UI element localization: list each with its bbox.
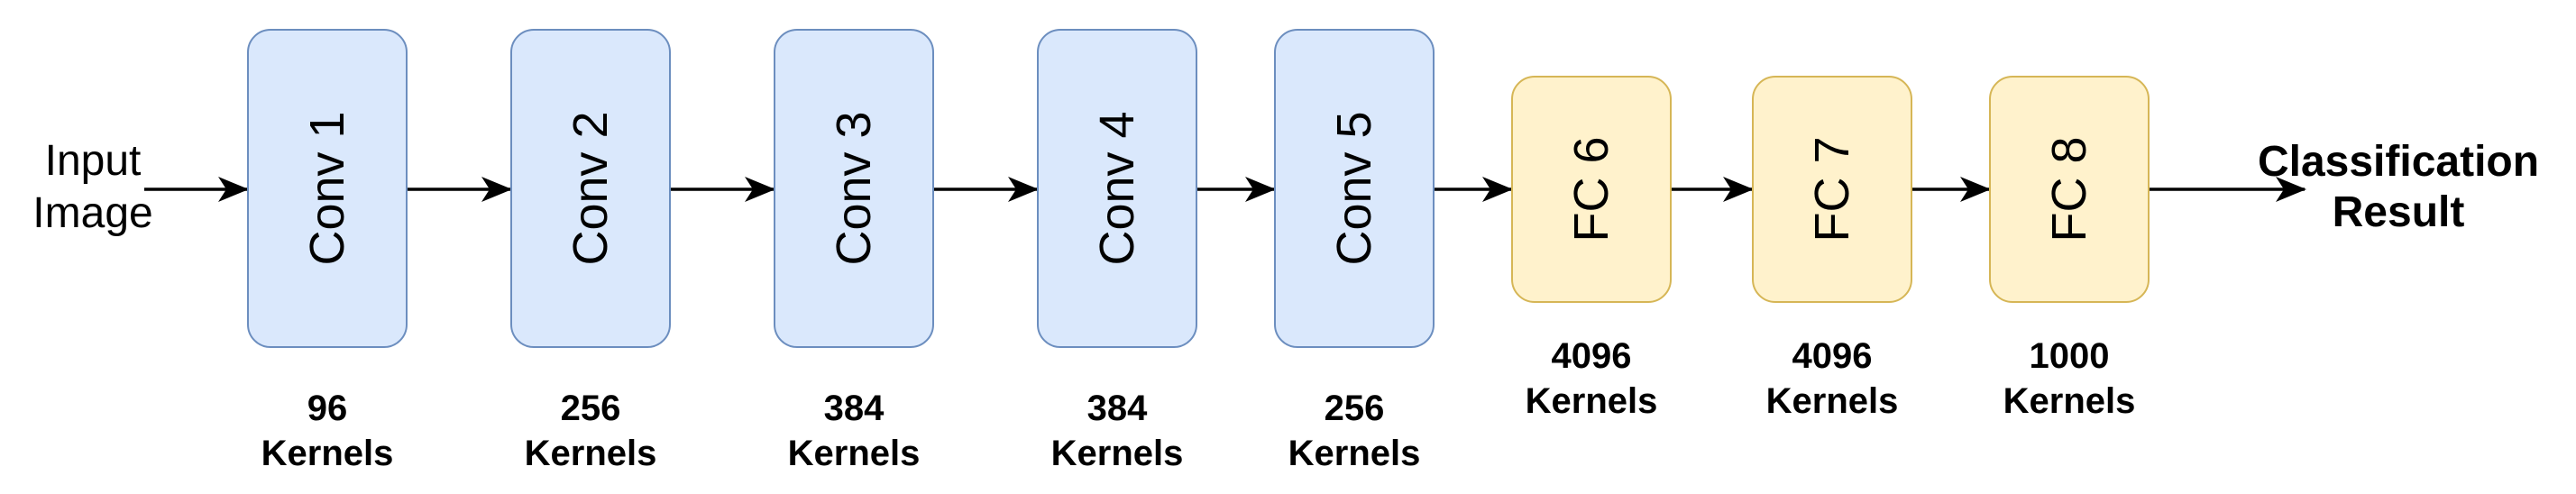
layer-label: Conv 4 <box>1090 111 1144 266</box>
kernel-count: 4096 <box>1551 336 1632 376</box>
layer-label: Conv 2 <box>564 111 618 266</box>
layer-caption-fc8: 1000 Kernels <box>1961 334 2177 424</box>
kernel-count: 256 <box>560 389 621 428</box>
layer-block-fc7: FC 7 <box>1752 76 1912 303</box>
layer-block-conv5: Conv 5 <box>1274 29 1435 348</box>
layer-label: Conv 5 <box>1327 111 1381 266</box>
kernel-unit: Kernels <box>261 434 394 473</box>
layer-block-fc6: FC 6 <box>1511 76 1672 303</box>
output-label-line1: Classification <box>2257 138 2540 186</box>
layer-block-fc8: FC 8 <box>1989 76 2150 303</box>
classification-result-label: Classification Result <box>2236 137 2561 238</box>
layer-caption-conv2: 256 Kernels <box>482 386 699 476</box>
layer-label: FC 8 <box>2042 136 2096 242</box>
kernel-unit: Kernels <box>787 434 921 473</box>
layer-label: Conv 3 <box>827 111 881 266</box>
kernel-count: 1000 <box>2029 336 2110 376</box>
layer-caption-conv5: 256 Kernels <box>1246 386 1462 476</box>
kernel-count: 384 <box>1086 389 1148 428</box>
layer-caption-fc6: 4096 Kernels <box>1483 334 1700 424</box>
layer-block-conv4: Conv 4 <box>1037 29 1197 348</box>
kernel-count: 256 <box>1324 389 1385 428</box>
kernel-count: 96 <box>307 389 348 428</box>
layer-block-conv3: Conv 3 <box>774 29 934 348</box>
input-image-label: Input Image <box>16 135 170 240</box>
layer-label: Conv 1 <box>300 111 354 266</box>
layer-caption-conv3: 384 Kernels <box>746 386 962 476</box>
layer-block-conv1: Conv 1 <box>247 29 408 348</box>
kernel-unit: Kernels <box>524 434 657 473</box>
kernel-unit: Kernels <box>1525 381 1658 421</box>
kernel-unit: Kernels <box>1765 381 1899 421</box>
kernel-count: 4096 <box>1792 336 1873 376</box>
layer-label: FC 7 <box>1805 136 1859 242</box>
input-label-line1: Input <box>44 137 142 185</box>
layer-caption-conv4: 384 Kernels <box>1009 386 1225 476</box>
kernel-unit: Kernels <box>1288 434 1421 473</box>
kernel-unit: Kernels <box>2003 381 2136 421</box>
kernel-unit: Kernels <box>1050 434 1184 473</box>
layer-label: FC 6 <box>1564 136 1618 242</box>
layer-caption-fc7: 4096 Kernels <box>1724 334 1940 424</box>
kernel-count: 384 <box>823 389 885 428</box>
input-label-line2: Image <box>32 189 153 237</box>
layer-caption-conv1: 96 Kernels <box>219 386 435 476</box>
output-label-line2: Result <box>2332 188 2465 236</box>
layer-block-conv2: Conv 2 <box>510 29 671 348</box>
